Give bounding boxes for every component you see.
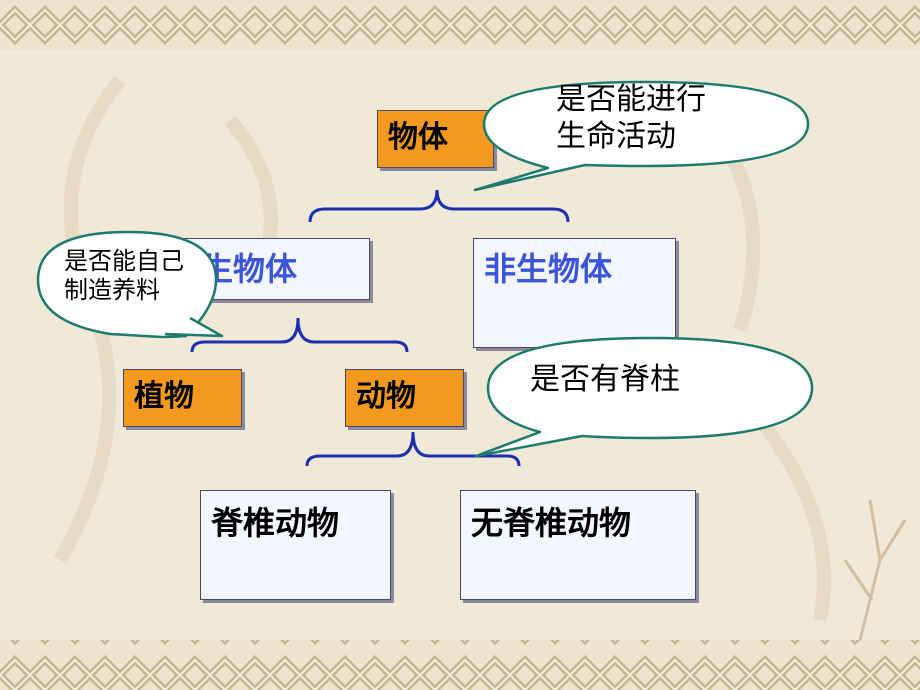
node-invertebrate: 无脊椎动物	[460, 490, 696, 600]
callout-life-line-2: 生命活动	[556, 118, 676, 154]
node-animal: 动物	[345, 369, 464, 427]
callout-spine-shape	[474, 336, 814, 458]
bracket-top	[308, 189, 570, 223]
bracket-living	[190, 317, 409, 353]
callout-life-line-1: 是否能进行	[556, 82, 706, 117]
node-invertebrate-label: 无脊椎动物	[471, 504, 632, 542]
callout-life-shape	[473, 80, 810, 192]
node-nonliving-label: 非生物体	[484, 250, 613, 288]
callout-food-line-2: 制造养料	[64, 276, 160, 305]
bracket-animal	[305, 431, 521, 467]
node-plant: 植物	[123, 369, 242, 427]
node-vertebrate-label: 脊椎动物	[211, 504, 340, 542]
callout-food-text: 是否能自己 制造养料	[64, 247, 184, 306]
callout-food-tail	[164, 316, 224, 338]
callout-life-text: 是否能进行 生命活动	[556, 82, 706, 155]
node-plant-label: 植物	[134, 379, 194, 414]
node-nonliving: 非生物体	[473, 238, 676, 348]
node-object: 物体	[377, 110, 494, 168]
callout-spine-text: 是否有脊柱	[530, 362, 680, 397]
node-animal-label: 动物	[356, 379, 416, 414]
node-vertebrate: 脊椎动物	[200, 490, 391, 600]
node-object-label: 物体	[388, 120, 448, 155]
callout-food-line-1: 是否能自己	[64, 247, 184, 275]
